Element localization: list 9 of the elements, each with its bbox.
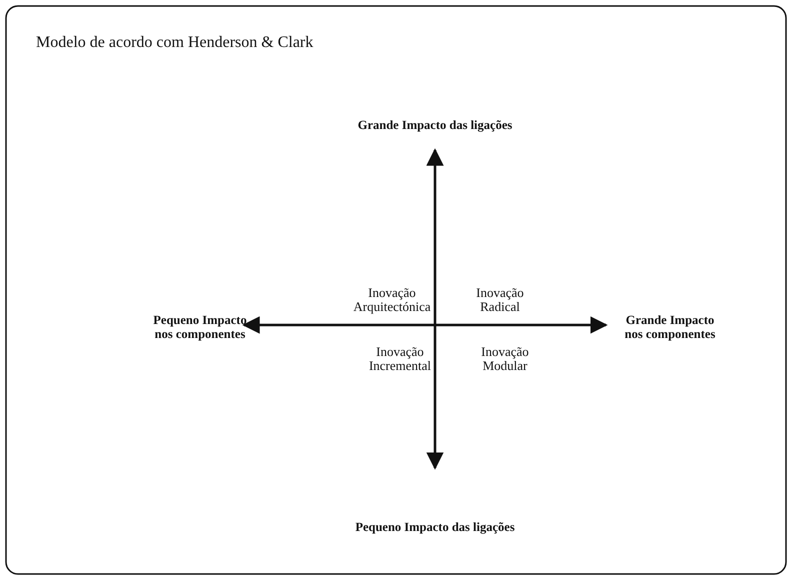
axis-label: Pequeno Impacto das ligações	[354, 520, 516, 534]
diagram-title: Modelo de acordo com Henderson & Clark	[36, 34, 314, 52]
quadrant-label: Inovação Arquitectónica	[352, 286, 432, 314]
axis-label: Grande Impacto nos componentes	[624, 313, 716, 341]
quadrant-label: Inovação Radical	[475, 286, 525, 314]
axis-label: Grande Impacto das ligações	[356, 118, 514, 132]
quadrant-label: Inovação Incremental	[368, 345, 432, 373]
axis-label: Pequeno Impacto nos componentes	[152, 313, 248, 341]
quadrant-label: Inovação Modular	[480, 345, 530, 373]
